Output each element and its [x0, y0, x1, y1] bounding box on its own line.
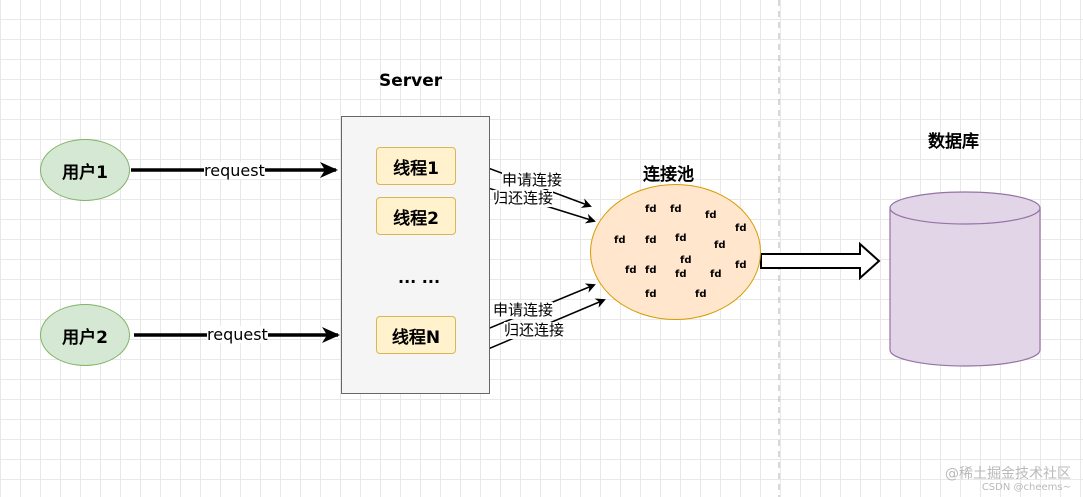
- user-2-label: 用户2: [62, 327, 108, 348]
- fd-item: fd: [675, 233, 687, 244]
- fd-item: fd: [645, 204, 657, 215]
- user-1-label: 用户1: [62, 162, 108, 183]
- fd-item: fd: [670, 204, 682, 215]
- return-label-2: 归还连接: [504, 321, 565, 339]
- connection-pool: [590, 184, 761, 320]
- fd-item: fd: [645, 235, 657, 246]
- user-1-node: 用户1: [40, 139, 130, 201]
- fd-item: fd: [710, 269, 722, 280]
- database-title: 数据库: [928, 132, 979, 152]
- fd-item: fd: [705, 210, 717, 221]
- fd-item: fd: [675, 269, 687, 280]
- user-2-node: 用户2: [40, 304, 130, 366]
- fd-item: fd: [735, 260, 747, 271]
- pool-title: 连接池: [643, 165, 694, 185]
- request-label-1: request: [204, 161, 265, 180]
- fd-item: fd: [680, 255, 692, 266]
- thread-n: 线程N: [376, 316, 456, 354]
- thread-ellipsis: ... ...: [398, 268, 441, 287]
- fd-item: fd: [614, 235, 626, 246]
- thread-1-label: 线程1: [393, 158, 439, 179]
- fd-item: fd: [645, 289, 657, 300]
- thread-2-label: 线程2: [393, 208, 439, 229]
- database-cylinder: [889, 191, 1041, 367]
- thread-n-label: 线程N: [391, 327, 441, 348]
- apply-label-1: 申请连接: [502, 171, 563, 189]
- thread-1: 线程1: [376, 147, 456, 185]
- watermark-sub: CSDN @cheems~: [981, 482, 1071, 493]
- server-title: Server: [379, 71, 443, 91]
- fd-item: fd: [714, 240, 726, 251]
- watermark: @稀土掘金技术社区 CSDN @cheems~: [945, 466, 1071, 494]
- fd-item: fd: [645, 265, 657, 276]
- pool-to-db-arrow: [760, 241, 881, 281]
- thread-2: 线程2: [376, 197, 456, 235]
- return-label-1: 归还连接: [493, 189, 554, 207]
- fd-item: fd: [625, 265, 637, 276]
- request-label-2: request: [207, 325, 268, 344]
- apply-label-2: 申请连接: [493, 301, 554, 319]
- watermark-main: @稀土掘金技术社区: [945, 466, 1071, 482]
- fd-item: fd: [695, 289, 707, 300]
- fd-item: fd: [735, 223, 747, 234]
